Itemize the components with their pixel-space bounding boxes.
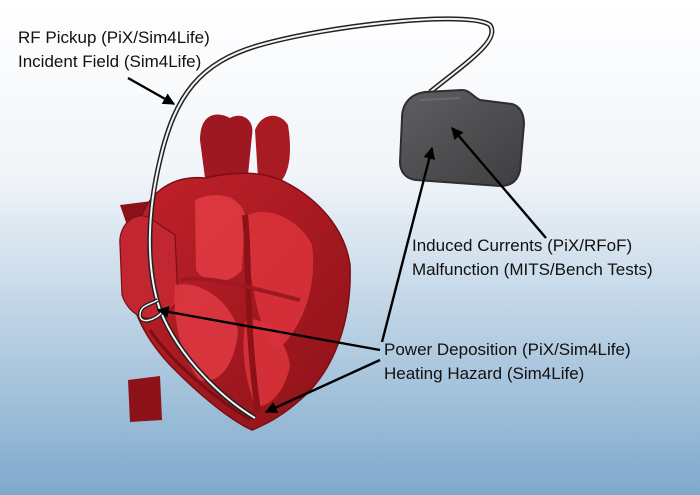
label-rf-pickup-line1: RF Pickup (PiX/Sim4Life) (18, 28, 210, 47)
label-induced-line2: Malfunction (MITS/Bench Tests) (412, 260, 653, 279)
arrow-power-atrial (156, 306, 381, 352)
arrow-induced-lead (380, 146, 436, 343)
label-rf-pickup-line2: Incident Field (Sim4Life) (18, 52, 202, 71)
arrow-induced-device (451, 127, 547, 239)
arrow-power-ventricular (264, 358, 381, 414)
pacemaker-lead (137, 16, 495, 421)
label-power-line2: Heating Hazard (Sim4Life) (384, 364, 585, 383)
label-induced-currents: Induced Currents (PiX/RFoF) Malfunction … (412, 234, 653, 282)
label-induced-line1: Induced Currents (PiX/RFoF) (412, 236, 633, 255)
label-power-line1: Power Deposition (PiX/Sim4Life) (384, 340, 631, 359)
label-power-deposition: Power Deposition (PiX/Sim4Life) Heating … (384, 338, 631, 386)
label-rf-pickup: RF Pickup (PiX/Sim4Life) Incident Field … (18, 26, 210, 74)
annotation-arrows (127, 76, 547, 414)
arrow-rf-pickup (127, 76, 176, 106)
